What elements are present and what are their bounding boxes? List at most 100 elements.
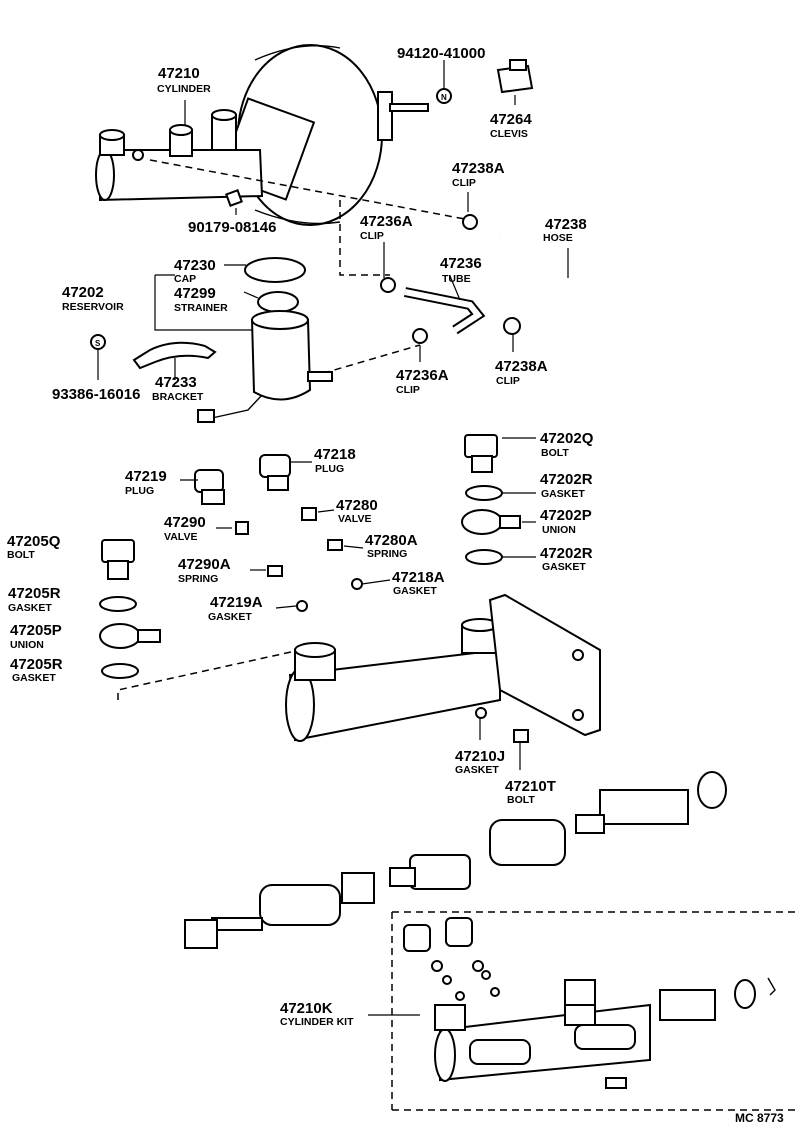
part-number: 47290A [178,556,231,573]
union-47202P [461,509,521,535]
part-name: CLIP [396,384,420,396]
part-number: 47202P [540,507,592,524]
part-name: CLIP [360,230,384,242]
part-name: STRAINER [174,302,228,314]
part-name: RESERVOIR [62,301,124,313]
part-number: 47280A [365,532,418,549]
brake-booster [218,44,429,226]
part-name: SPRING [178,573,218,585]
master-cylinder-top [95,109,264,202]
piston-assembly [184,771,727,949]
part-number: 47210 [158,65,200,82]
part-number: 47210T [505,778,556,795]
part-name: GASKET [542,561,586,573]
plug-47218 [259,454,291,491]
part-number: 47202R [540,545,593,562]
part-number: 47290 [164,514,206,531]
part-name: CYLINDER KIT [280,1016,354,1028]
part-name: SPRING [367,548,407,560]
part-name: GASKET [541,488,585,500]
part-number: 47219A [210,594,263,611]
valve-47280 [301,507,317,521]
marker-s [90,334,106,350]
bracket [132,341,217,370]
gasket-47202R-b [465,549,503,565]
gasket-47219A [296,600,308,612]
part-number: 47299 [174,285,216,302]
part-name: GASKET [8,602,52,614]
part-number: 47202R [540,471,593,488]
part-number: 47202 [62,284,104,301]
part-name: PLUG [125,485,154,497]
spring-47290A [267,565,283,577]
part-number: 47233 [155,374,197,391]
alignment-line-3 [299,344,421,381]
alignment-line-1 [149,159,471,221]
part-name: CAP [174,273,196,285]
part-name: TUBE [442,273,471,285]
part-name: GASKET [455,764,499,776]
part-name: BOLT [541,447,569,459]
part-number: 47205R [8,585,61,602]
part-name: CLIP [452,177,476,189]
part-number: 47238A [495,358,548,375]
reservoir [197,257,333,423]
alignment-line-4 [117,649,301,700]
gasket-47210J [475,707,487,719]
union-47205P [99,623,161,649]
nut-marker-letter: N [441,93,447,102]
hose-fill [499,232,598,313]
part-name: HOSE [543,232,573,244]
part-number: 47236A [360,213,413,230]
part-name: VALVE [338,513,371,525]
bolt-47205Q [101,539,135,580]
tube-fill [404,289,483,333]
part-name: GASKET [208,611,252,623]
part-number: 47236A [396,367,449,384]
part-number: 47238A [452,160,505,177]
diagram-code: MC 8773 [735,1111,784,1125]
hose-outline [499,234,596,311]
part-number: 47219 [125,468,167,485]
part-name: CYLINDER [157,83,211,95]
gasket-47218A [351,578,363,590]
part-number: 47264 [490,111,532,128]
bolt-90179 [225,189,243,207]
part-number: 47218 [314,446,356,463]
part-number: 47205R [10,656,63,673]
part-number: 47210J [455,748,505,765]
leader-lines [97,60,569,1016]
part-name: CLIP [496,375,520,387]
labels: 47210 CYLINDER 94120-41000 47264 CLEVIS … [7,45,784,1125]
alignment-line-2 [339,200,390,276]
clip-47236A-bottom [412,328,428,344]
part-name: BRACKET [152,391,204,403]
part-number: 47280 [336,497,378,514]
part-number: 47230 [174,257,216,274]
spring-47280A [327,539,343,551]
plug-47219 [194,469,225,505]
gasket-47205R-b [101,663,139,679]
cylinder-body [285,593,601,742]
part-name: UNION [10,639,44,651]
part-number: 90179-08146 [188,219,276,236]
bolt-47210T [513,729,529,743]
part-name: GASKET [393,585,437,597]
kit-contents [403,917,776,1089]
part-number: 47205P [10,622,62,639]
valve-47290 [235,521,249,535]
clip-47238A-bottom [503,317,521,335]
part-number: 47236 [440,255,482,272]
part-number: 47218A [392,569,445,586]
gasket-47205R-a [99,596,137,612]
nut-marker-n [436,88,452,104]
gasket-47202R-a [465,485,503,501]
part-number: 93386-16016 [52,386,140,403]
part-name: UNION [542,524,576,536]
part-name: PLUG [315,463,344,475]
clip-47236A-top [380,277,396,293]
part-number: 47205Q [7,533,61,550]
clevis [496,59,534,94]
